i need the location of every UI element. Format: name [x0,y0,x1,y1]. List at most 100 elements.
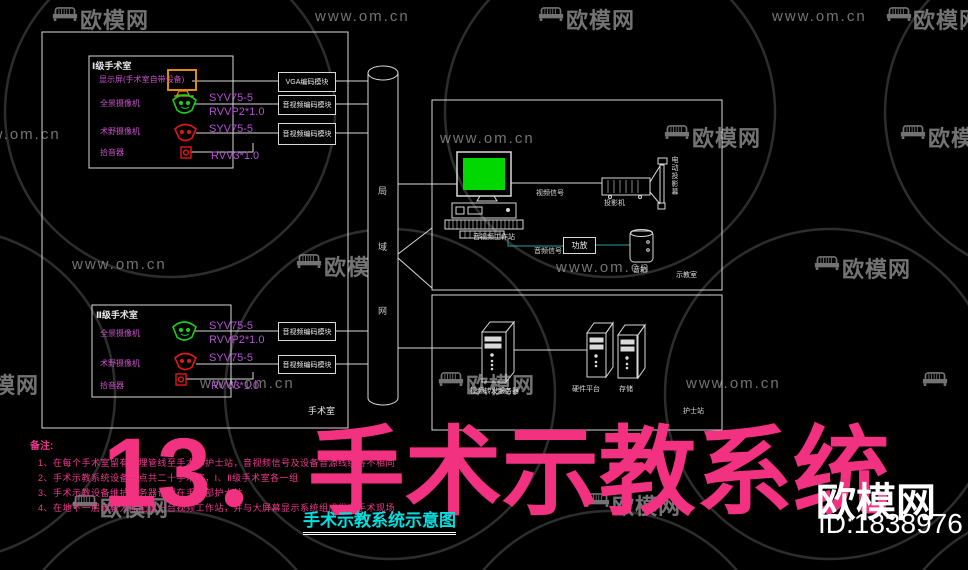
cable-label: SYV75-5 [209,320,254,332]
watermark-url: www.om.cn [0,126,61,143]
encoder-module: 音视频编码模块 [278,123,336,145]
sofa-icon [52,6,78,22]
sofa-icon [886,6,912,22]
watermark-brand: 欧模网 [842,257,912,282]
server-room-label: 护士站 [683,408,704,415]
sofa-icon [584,492,610,508]
audio-signal-label: 音频信号 [534,248,562,255]
device-label: 术野摄像机 [100,127,140,136]
forwarding-server-icon [480,320,516,384]
storage-tower-icon [617,323,646,380]
sofa-icon [814,255,840,271]
sofa-icon [664,124,690,140]
sofa-icon [900,124,926,140]
note-line: 2、手术示教系统设备节点共二十手术室，Ⅰ、Ⅱ级手术室各一组 [38,473,299,483]
site-logo: 欧模网 [816,481,936,525]
cable-label: RVV3*1.0 [211,150,260,162]
watermark-brand: 欧模网 [612,494,682,519]
microphone-icon [180,146,192,159]
drawing-caption: 手术示教系统示意图 [303,506,456,535]
cable-label: RVV3*1.0 [211,380,260,392]
riser-label-char: 域 [378,242,388,252]
amplifier-box: 功放 [563,237,596,254]
note-line: 1、在每个手术室留有预埋管线至手术部护士站，音视频信号及设备音源线缆各不相同 [38,458,396,468]
watermark-brand: 欧模网 [692,126,762,151]
device-label: 全景摄像机 [100,99,140,108]
encoder-module: 音视频编码模块 [278,95,336,115]
platform-tower-icon [586,321,614,379]
room2-box [91,304,232,398]
device-label: 全景摄像机 [100,329,140,338]
watermark-brand: 欧模网 [466,373,536,398]
encoder-module: 音视频编码模块 [278,322,336,341]
cable-label: RVVP2*1.0 [209,106,265,118]
workstation-computer [444,151,524,239]
field-camera-icon [174,123,197,142]
panorama-camera-icon [172,94,197,114]
network-riser-cylinder [367,65,399,406]
cable-label: SYV75-5 [209,123,254,135]
watermark-url: www.om.cn [72,256,167,273]
workstation-label: 音视频工作站 [473,234,515,241]
riser-label-char: 网 [378,306,388,316]
speaker-icon [629,229,654,263]
cable-label: RVVP2*1.0 [209,334,265,346]
watermark-url: www.om.cn [772,8,867,25]
video-signal-label: 视频信号 [536,190,564,197]
panorama-camera-icon [172,321,197,341]
sofa-icon [72,494,98,510]
watermark-url: www.om.cn [315,8,410,25]
device-label: 拾音器 [100,381,124,390]
watermark-url: www.om.cn [556,259,651,276]
storage-label: 存储 [619,386,633,393]
watermark-brand: 欧模网 [566,8,636,33]
wire-mic1 [191,143,254,153]
encoder-module: VGA编码模块 [278,72,336,92]
device-label: 显示屏(手术室自带设备) [99,75,185,84]
projection-beam [649,165,661,205]
device-label: 拾音器 [100,148,124,157]
sofa-icon [538,6,564,22]
asset-id: ID:1838976 [818,508,963,539]
watermark-brand: 欧模网 [100,496,170,521]
demo-room-label: 示教室 [676,272,697,279]
room1-title: Ⅰ级手术室 [92,61,132,71]
projector-label: 投影机 [604,200,625,207]
watermark-brand: 欧模网 [0,373,40,398]
watermark-brand: 欧模网 [913,8,968,33]
speaker-label: 音箱 [633,267,647,274]
wire-mic2 [186,372,254,380]
outer-room-label: 手术室 [308,406,336,416]
room2-title: Ⅱ级手术室 [96,310,138,320]
server-room-box [431,294,723,431]
projector-icon [601,177,651,199]
encoder-module: 音视频编码模块 [278,355,336,374]
riser-label-char: 局 [378,186,388,196]
page-title-overlay: 13．手术示教系统 [103,418,890,527]
screen-label: 电动投影幕 [671,156,678,196]
sofa-icon [922,371,948,387]
sofa-icon [438,371,464,387]
room1-box [88,55,234,169]
watermark-brand: 欧模网 [928,126,968,151]
cable-label: SYV75-5 [209,352,254,364]
operating-rooms-outer-box [41,31,349,429]
watermark-brand: 欧模网 [80,8,150,33]
wire-riser-fan [397,227,433,289]
device-label: 术野摄像机 [100,359,140,368]
projection-screen-icon [657,157,668,210]
server-label: 视频转发服务器 [470,388,519,395]
note-line: 4、在地下一层示教大厅配置一台视频工作站，并与大屏幕显示系统组成发布手术现场 [38,503,396,513]
note-line: 3、手术示教设备维护服务器设置在手术部护士站 [38,488,244,498]
demo-room-box [431,99,723,291]
notes-title: 备注: [30,441,54,452]
sofa-icon [296,253,322,269]
watermark-url: www.om.cn [440,130,535,147]
microphone-icon [175,373,187,386]
wire-audio-signal [507,238,630,247]
watermark-url: www.om.cn [686,375,781,392]
platform-label: 硬件平台 [572,386,600,393]
